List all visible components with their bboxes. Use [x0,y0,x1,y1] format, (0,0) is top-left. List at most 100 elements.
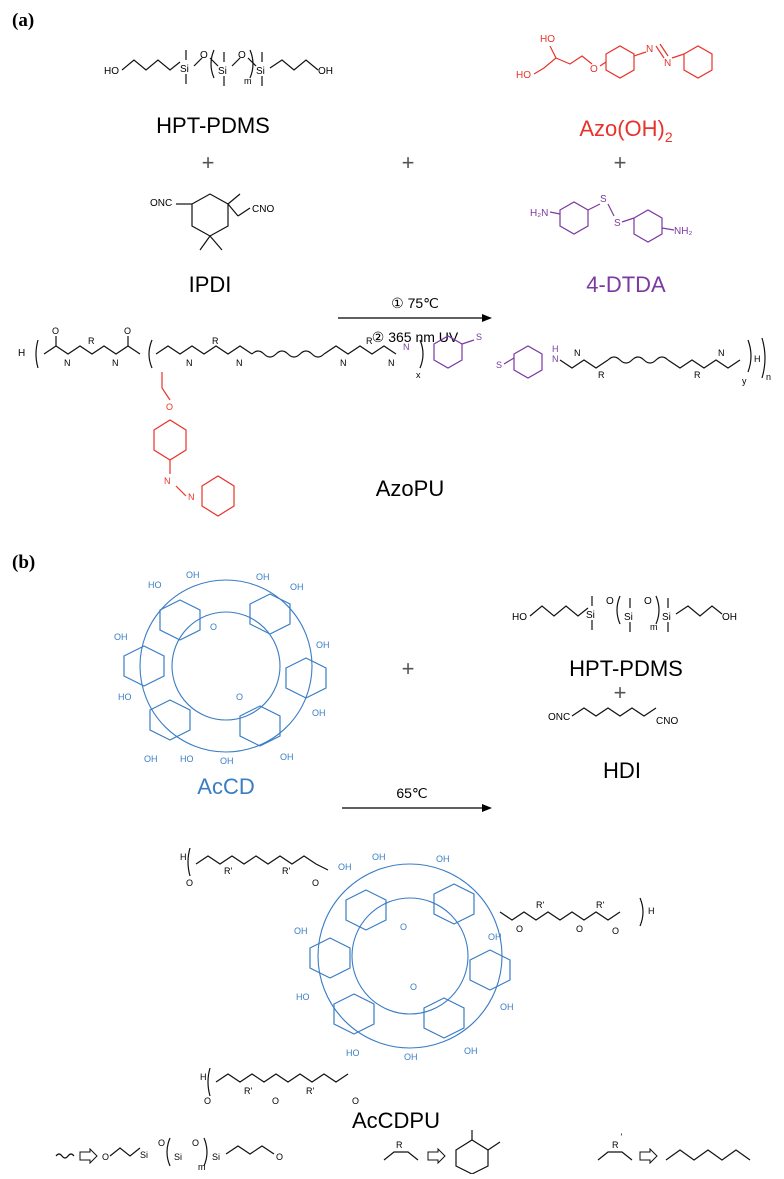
azopu-label: AzoPU [376,476,444,501]
svg-text:Si: Si [624,612,633,623]
svg-text:Si: Si [140,1150,148,1160]
svg-text:N: N [403,342,410,352]
accd-label: AcCD [197,774,254,799]
svg-text:OH: OH [294,926,308,936]
svg-text:OH: OH [114,632,128,642]
svg-text:HO: HO [512,612,527,623]
svg-text:O: O [158,1138,165,1148]
svg-text:R: R [396,1140,403,1150]
svg-text:HO: HO [296,992,310,1002]
svg-text:OH: OH [256,572,270,582]
svg-text:OH: OH [500,1002,514,1012]
panel-a-label: (a) [12,10,34,31]
legend-pdms: O Si O Si O m Si O [55,1137,283,1172]
azopu-structure: H O N R N O O N N N R N N R N N x S S [18,326,771,517]
svg-text:HO: HO [148,580,162,590]
svg-text:N: N [186,358,193,368]
accd-structure: HO OH OH OH OH OH OH OH HO OH HO OH O O [114,570,330,766]
accdpu-label: AcCDPU [352,1108,440,1133]
ipdi-structure: ONC CNO [150,193,274,251]
svg-text:ONC: ONC [150,198,172,209]
svg-text:m: m [244,76,252,86]
svg-text:Si: Si [586,610,595,621]
svg-text:O: O [102,1152,109,1162]
dtda-structure: H₂N S S NH₂ [530,194,692,243]
svg-text:O: O [124,326,131,336]
plus-sign-b2: + [614,680,627,705]
svg-text:OH: OH [318,66,333,77]
reaction-arrow-b [342,804,492,812]
svg-text:O: O [312,878,319,888]
svg-text:N: N [188,492,195,502]
svg-text:N: N [340,358,347,368]
svg-text:O: O [192,1138,199,1148]
svg-text:m: m [650,622,658,632]
svg-text:H: H [754,354,761,364]
plus-sign-a2: + [402,150,415,175]
svg-text:OH: OH [372,852,386,862]
legend-r-prime: R' [597,1132,751,1165]
svg-text:CNO: CNO [656,716,678,727]
svg-text:N: N [718,348,725,358]
svg-text:S: S [496,360,502,370]
condition-uv-a: ② 365 nm UV [372,329,459,345]
dtda-label: 4-DTDA [586,272,666,297]
svg-text:N: N [552,354,559,364]
hpt-pdms-structure-a: HO Si O Si O m Si OH [104,49,333,86]
svg-text:H: H [200,1072,207,1082]
svg-text:O: O [200,50,208,61]
svg-text:HO: HO [540,34,555,45]
svg-text:Si: Si [662,612,671,623]
svg-text:H₂N: H₂N [530,208,548,219]
svg-text:N: N [388,358,395,368]
hpt-pdms-structure-b: HO Si O Si O m Si OH [512,595,737,632]
svg-text:HO: HO [104,66,119,77]
hdi-structure: ONC CNO [548,707,678,727]
reaction-arrow-a [338,314,492,322]
svg-text:Si: Si [174,1152,182,1162]
svg-text:O: O [644,596,652,607]
plus-sign-b1: + [402,656,415,681]
svg-text:O: O [576,924,583,934]
svg-text:OH: OH [290,582,304,592]
svg-text:n: n [766,372,771,382]
hpt-pdms-label-b: HPT-PDMS [569,656,683,681]
svg-text:m: m [198,1162,206,1172]
svg-text:O: O [352,1096,359,1106]
svg-text:R': R' [306,1086,314,1096]
svg-text:HO: HO [180,754,194,764]
svg-text:OH: OH [220,756,234,766]
svg-text:N: N [112,358,119,368]
ipdi-label: IPDI [189,272,232,297]
svg-text:H: H [648,906,655,916]
hdi-label: HDI [603,758,641,783]
svg-text:H: H [552,344,559,354]
svg-text:O: O [590,64,598,75]
svg-text:HO: HO [118,692,132,702]
hpt-pdms-label-a: HPT-PDMS [156,113,270,138]
svg-text:R: R [212,336,219,346]
svg-text:H: H [18,348,25,359]
svg-text:OH: OH [186,570,200,580]
condition-temp-a: ① 75℃ [391,295,439,311]
svg-text:R: R [366,336,373,346]
svg-text:OH: OH [280,752,294,762]
svg-text:R': R' [224,866,232,876]
svg-text:N: N [664,58,671,69]
svg-text:N: N [574,348,581,358]
azo-oh2-label: Azo(OH)2 [579,116,673,145]
svg-text:Si: Si [218,66,227,77]
plus-sign-a1: + [202,150,215,175]
svg-text:R': R' [244,1086,252,1096]
svg-text:OH: OH [338,862,352,872]
svg-text:O: O [276,1152,283,1162]
panel-b-label: (b) [12,552,35,573]
condition-temp-b: 65℃ [396,785,427,801]
svg-text:OH: OH [722,612,737,623]
svg-text:Si: Si [212,1152,220,1162]
svg-text:OH: OH [436,854,450,864]
svg-text:R': R' [612,1132,623,1150]
accdpu-structure: OH OH OH OH OH OH OH HO HO OH O O H R' R… [180,847,655,1106]
svg-text:O: O [204,1096,211,1106]
